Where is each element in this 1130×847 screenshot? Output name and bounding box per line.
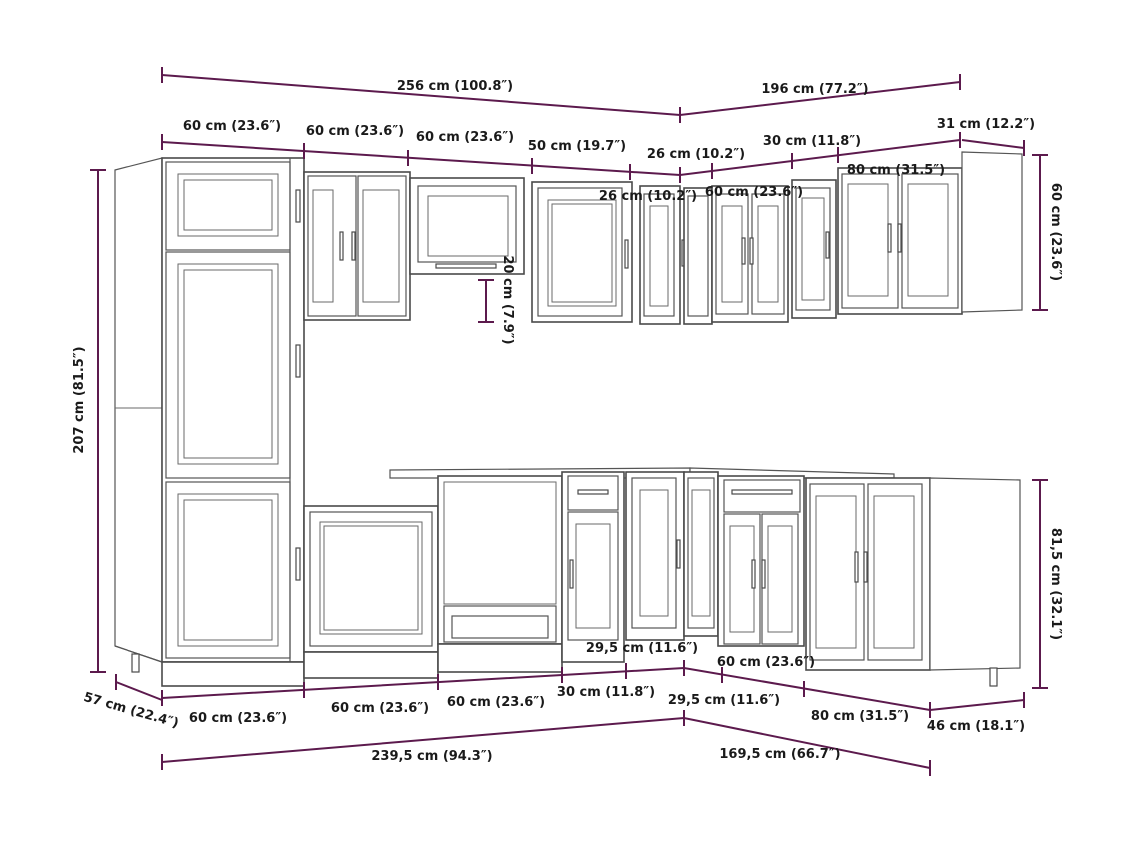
handle-icon — [897, 223, 902, 253]
label-tall-height: 207 cm (81.5″) — [72, 346, 87, 453]
wall-cabinet-1 — [303, 171, 411, 321]
handle-icon — [751, 559, 756, 589]
label-hood-gap: 20 cm (7.9″) — [500, 255, 515, 344]
tall-cabinet-bottom-door — [165, 481, 291, 659]
label-wall-80: 80 cm (31.5″) — [847, 163, 945, 178]
label-wall-4: 50 cm (19.7″) — [528, 139, 626, 154]
tall-cabinet — [161, 157, 305, 663]
wall-cabinet-26 — [639, 185, 681, 325]
label-base-corner-a: 29,5 cm (11.6″) — [586, 641, 698, 656]
label-base-corner-60: 60 cm (23.6″) — [717, 655, 815, 670]
oven-base-cabinet — [437, 475, 563, 645]
handle-icon — [295, 344, 301, 378]
wall-cabinet-end-side — [961, 151, 1023, 313]
label-base-height: 81,5 cm (32.1″) — [1048, 528, 1063, 640]
leg-icon — [131, 653, 140, 673]
handle-icon — [741, 237, 746, 265]
handle-icon — [749, 237, 754, 265]
handle-icon — [569, 559, 574, 589]
label-top-total-left: 256 cm (100.8″) — [397, 79, 513, 94]
label-base-80: 80 cm (31.5″) — [811, 709, 909, 724]
label-wall-height: 60 cm (23.6″) — [1048, 183, 1063, 281]
base-cabinet-60-corner — [717, 475, 805, 647]
tall-plinth — [161, 661, 305, 687]
base-cabinet-60-1 — [303, 505, 439, 653]
base-cabinet-29-5-a — [625, 471, 685, 641]
handle-icon — [854, 551, 859, 583]
handle-icon — [295, 547, 301, 581]
handle-icon — [731, 489, 793, 495]
label-bottom-total-right: 169,5 cm (66.7″) — [719, 747, 840, 762]
handle-icon — [887, 223, 892, 253]
handle-icon — [761, 559, 766, 589]
label-depth-left: 57 cm (22.4″) — [82, 690, 181, 731]
hood-cabinet — [409, 177, 525, 275]
label-base-4: 30 cm (11.8″) — [557, 685, 655, 700]
cabinet-drawing — [114, 151, 1023, 687]
label-wall-5: 26 cm (10.2″) — [647, 147, 745, 162]
label-wall-2: 60 cm (23.6″) — [306, 124, 404, 139]
dimension-lines — [90, 67, 1048, 776]
label-base-2: 60 cm (23.6″) — [331, 701, 429, 716]
handle-icon — [825, 231, 830, 259]
label-wall-corner-60: 60 cm (23.6″) — [705, 185, 803, 200]
label-wall-corner-26: 26 cm (10.2″) — [599, 189, 697, 204]
tall-cabinet-side — [114, 157, 163, 663]
handle-icon — [624, 239, 629, 269]
handle-icon — [295, 189, 301, 223]
label-base-corner-b: 29,5 cm (11.6″) — [668, 693, 780, 708]
handle-icon — [863, 551, 868, 583]
label-top-total-right: 196 cm (77.2″) — [761, 82, 868, 97]
label-depth-right: 46 cm (18.1″) — [927, 719, 1025, 734]
wall-cabinet-50 — [531, 181, 633, 323]
label-wall-3: 60 cm (23.6″) — [416, 130, 514, 145]
tall-cabinet-middle-door — [165, 251, 291, 479]
handle-icon — [577, 489, 609, 495]
handle-icon — [435, 263, 497, 269]
base-cabinet-end-side — [929, 477, 1021, 671]
handle-icon — [676, 539, 681, 569]
handle-icon — [351, 231, 356, 261]
label-wall-6: 30 cm (11.8″) — [763, 134, 861, 149]
handle-icon — [339, 231, 344, 261]
label-base-3: 60 cm (23.6″) — [447, 695, 545, 710]
tall-cabinet-top-door — [165, 161, 291, 251]
leg-icon — [989, 667, 998, 687]
label-bottom-total-left: 239,5 cm (94.3″) — [371, 749, 492, 764]
label-wall-1: 60 cm (23.6″) — [183, 119, 281, 134]
base-cabinet-29-5-b — [683, 471, 719, 637]
label-base-1: 60 cm (23.6″) — [189, 711, 287, 726]
label-wall-7: 31 cm (12.2″) — [937, 117, 1035, 132]
